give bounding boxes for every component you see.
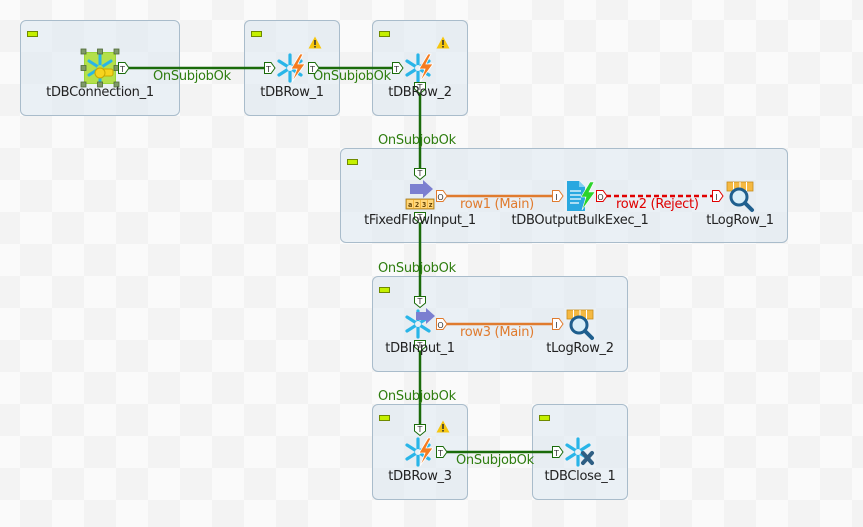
component-label: tDBConnection_1 bbox=[46, 85, 154, 100]
reject-output-port[interactable]: O bbox=[596, 190, 608, 202]
component-label: tFixedFlowInput_1 bbox=[364, 213, 476, 228]
svg-text:T: T bbox=[119, 65, 125, 74]
subjob-collapse-button[interactable] bbox=[379, 31, 390, 37]
snowflake-key-icon bbox=[80, 48, 120, 88]
svg-text:3: 3 bbox=[422, 201, 426, 209]
component-label: tDBInput_1 bbox=[385, 341, 455, 356]
svg-text:O: O bbox=[437, 193, 443, 202]
main-output-port[interactable]: O bbox=[436, 318, 448, 330]
svg-text:I: I bbox=[715, 193, 717, 202]
snowflake-close-icon bbox=[565, 437, 594, 467]
link-row2-label[interactable]: row2 (Reject) bbox=[616, 197, 699, 212]
trigger-output-port[interactable]: T bbox=[414, 340, 426, 353]
svg-text:T: T bbox=[437, 449, 443, 458]
link-ok3-label[interactable]: OnSubjobOk bbox=[378, 133, 456, 148]
svg-text:T: T bbox=[417, 341, 423, 350]
component-label: tDBRow_2 bbox=[388, 85, 452, 100]
warning-icon[interactable] bbox=[436, 420, 450, 433]
svg-text:O: O bbox=[437, 321, 443, 330]
log-row-icon bbox=[726, 181, 754, 212]
fixed-flow-input-icon: a 2 3 z bbox=[405, 180, 435, 210]
svg-text:T: T bbox=[417, 169, 423, 178]
main-output-port[interactable]: O bbox=[436, 190, 448, 202]
svg-text:a: a bbox=[408, 201, 412, 209]
svg-text:2: 2 bbox=[415, 201, 419, 209]
subjob-collapse-button[interactable] bbox=[27, 31, 38, 37]
subjob-collapse-button[interactable] bbox=[347, 159, 358, 165]
bulk-exec-icon bbox=[567, 181, 596, 211]
log-row-icon bbox=[566, 309, 594, 340]
main-input-port[interactable]: I bbox=[712, 190, 724, 202]
link-ok6-label[interactable]: OnSubjobOk bbox=[456, 453, 534, 468]
component-label: tLogRow_2 bbox=[546, 341, 614, 356]
svg-text:T: T bbox=[417, 425, 423, 434]
component-label: tLogRow_1 bbox=[706, 213, 774, 228]
component-label: tDBOutputBulkExec_1 bbox=[511, 213, 649, 228]
subjob-collapse-button[interactable] bbox=[379, 287, 390, 293]
subjob-collapse-button[interactable] bbox=[379, 415, 390, 421]
main-input-port[interactable]: I bbox=[552, 190, 564, 202]
svg-text:I: I bbox=[555, 321, 557, 330]
svg-text:I: I bbox=[555, 193, 557, 202]
trigger-output-port[interactable]: T bbox=[436, 446, 448, 458]
component-label: tDBRow_3 bbox=[388, 469, 452, 484]
link-ok2-label[interactable]: OnSubjobOk bbox=[313, 69, 391, 84]
link-ok5-label[interactable]: OnSubjobOk bbox=[378, 389, 456, 404]
svg-text:T: T bbox=[553, 449, 559, 458]
main-input-port[interactable]: I bbox=[552, 318, 564, 330]
link-row1-label[interactable]: row1 (Main) bbox=[460, 197, 534, 212]
warning-icon[interactable] bbox=[436, 36, 450, 49]
snowflake-input-icon bbox=[405, 308, 435, 339]
svg-text:T: T bbox=[417, 83, 423, 92]
component-label: tDBRow_1 bbox=[260, 85, 324, 100]
svg-text:z: z bbox=[429, 201, 433, 209]
trigger-output-port[interactable]: T bbox=[118, 62, 130, 74]
svg-text:T: T bbox=[417, 297, 423, 306]
trigger-output-port[interactable]: T bbox=[414, 82, 426, 95]
trigger-input-port[interactable]: T bbox=[552, 446, 564, 458]
snowflake-bolt-icon bbox=[277, 53, 306, 83]
trigger-output-port[interactable]: T bbox=[308, 62, 320, 74]
trigger-input-port[interactable]: T bbox=[414, 168, 426, 181]
link-row3-label[interactable]: row3 (Main) bbox=[460, 325, 534, 340]
svg-text:T: T bbox=[393, 65, 399, 74]
trigger-input-port[interactable]: T bbox=[414, 296, 426, 309]
subjob-collapse-button[interactable] bbox=[251, 31, 262, 37]
snowflake-bolt-icon bbox=[405, 53, 434, 83]
snowflake-bolt-icon bbox=[405, 437, 434, 467]
svg-text:T: T bbox=[265, 65, 271, 74]
svg-text:O: O bbox=[597, 193, 603, 202]
link-ok1-label[interactable]: OnSubjobOk bbox=[153, 69, 231, 84]
subjob-collapse-button[interactable] bbox=[539, 415, 550, 421]
svg-text:T: T bbox=[417, 213, 423, 222]
trigger-input-port[interactable]: T bbox=[392, 62, 404, 74]
trigger-output-port[interactable]: T bbox=[414, 212, 426, 225]
trigger-input-port[interactable]: T bbox=[264, 62, 276, 74]
link-ok4-label[interactable]: OnSubjobOk bbox=[378, 261, 456, 276]
trigger-input-port[interactable]: T bbox=[414, 424, 426, 437]
component-label: tDBClose_1 bbox=[544, 469, 616, 484]
svg-text:T: T bbox=[309, 65, 315, 74]
warning-icon[interactable] bbox=[308, 36, 322, 49]
